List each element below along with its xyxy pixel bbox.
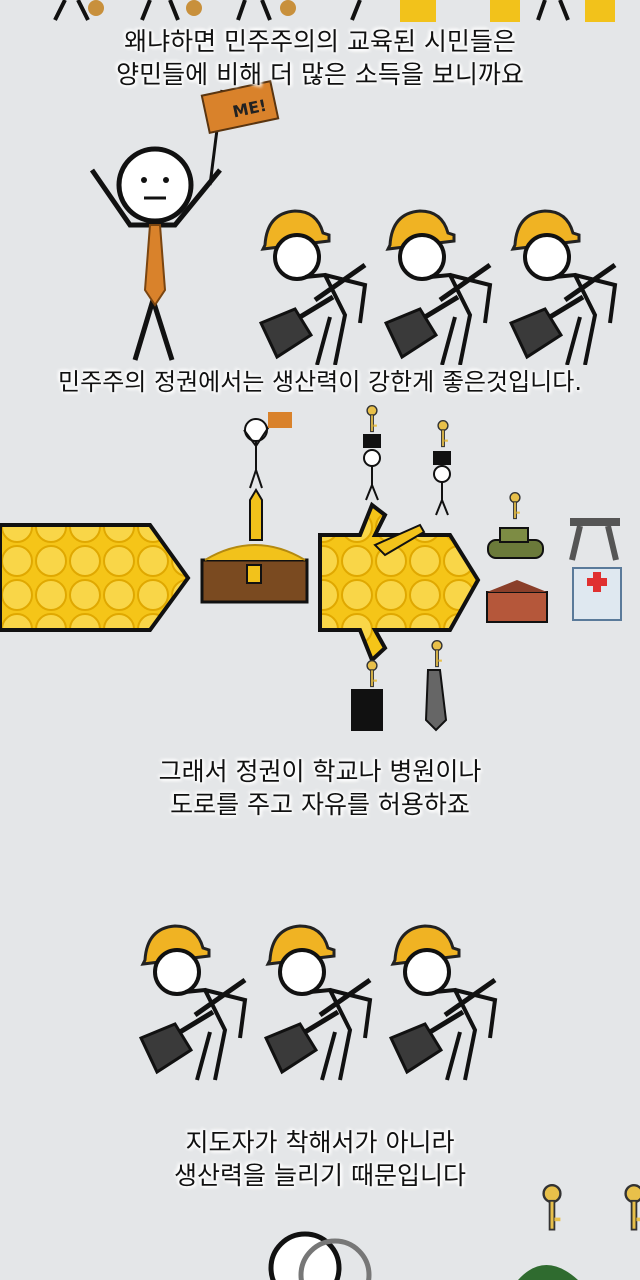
mini-leader: [243, 412, 292, 489]
distribution-arrow: [318, 501, 481, 664]
elite-figures: [351, 434, 451, 732]
caption-panel-2: 민주주의 정권에서는 생산력이 강한게 좋은것입니다.: [0, 366, 640, 399]
key-icon: [366, 405, 378, 433]
worker-figure: [511, 211, 615, 365]
income-arrow: [0, 523, 191, 632]
top-figures: [53, 0, 615, 22]
leader-with-flag: ME!: [89, 79, 280, 361]
school-icon: [486, 580, 548, 623]
worker-figure: [386, 211, 490, 365]
treasure-chest-icon: [200, 544, 309, 604]
caption-line: 도로를 주고 자유를 허용하죠: [170, 790, 470, 819]
highway-icon: [569, 518, 620, 561]
bottom-figures: [268, 1183, 640, 1280]
worker-figure: [266, 926, 370, 1080]
worker-figure: [261, 211, 365, 365]
caption-line: 양민들에 비해 더 많은 소득을 보니까요: [116, 60, 524, 89]
caption-line: 민주주의 정권에서는 생산력이 강한게 좋은것입니다.: [58, 368, 582, 396]
caption-line: 생산력을 늘리기 때문입니다: [174, 1161, 466, 1190]
caption-panel-3: 그래서 정권이 학교나 병원이나 도로를 주고 자유를 허용하죠: [0, 755, 640, 821]
hospital-icon: [572, 567, 622, 621]
caption-panel-1: 왜냐하면 민주주의의 교육된 시민들은 양민들에 비해 더 많은 소득을 보니까…: [0, 25, 640, 91]
worker-figure: [141, 926, 245, 1080]
caption-line: 지도자가 착해서가 아니라: [185, 1128, 455, 1157]
key-icon: [431, 640, 443, 668]
tank-icon: [487, 527, 544, 559]
key-icon: [509, 492, 521, 520]
worker-figure: [391, 926, 495, 1080]
caption-panel-4: 지도자가 착해서가 아니라 생산력을 늘리기 때문입니다: [0, 1126, 640, 1192]
key-icon: [366, 660, 378, 688]
key-icon: [437, 420, 449, 448]
wealth-flow-diagram: [0, 405, 622, 732]
caption-line: 왜냐하면 민주주의의 교육된 시민들은: [124, 27, 516, 56]
caption-line: 그래서 정권이 학교나 병원이나: [158, 757, 482, 786]
